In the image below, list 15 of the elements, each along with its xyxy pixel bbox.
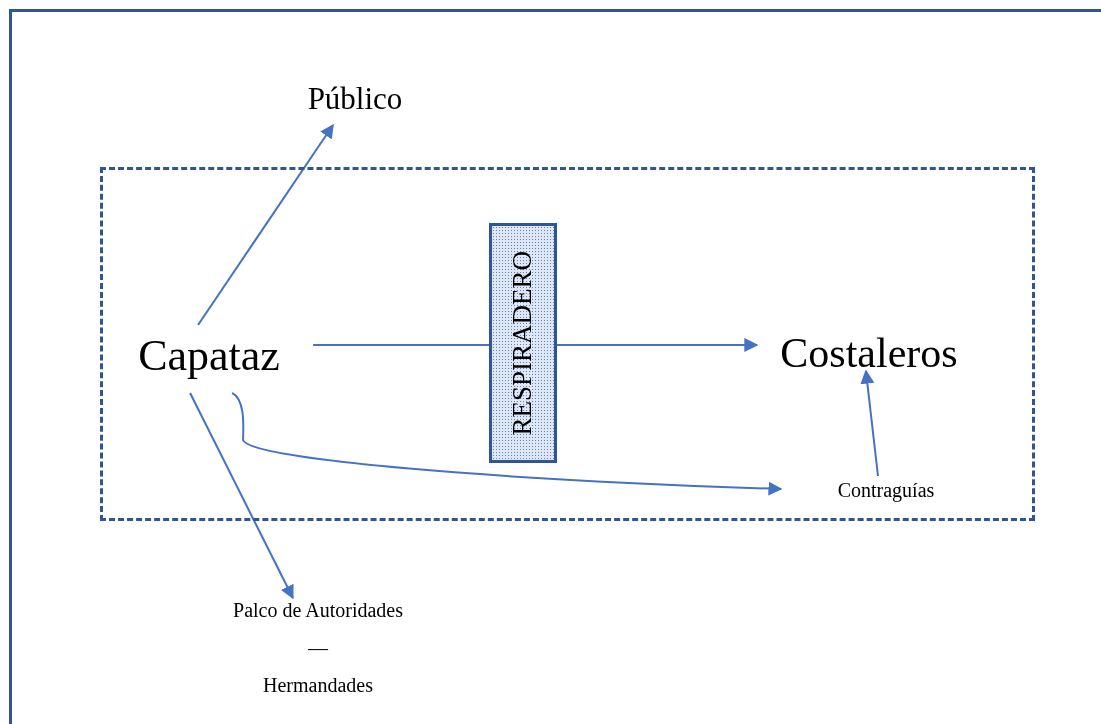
vertical-label: RESPIRADERO [506, 250, 539, 436]
dashed-frame [100, 167, 1035, 521]
node-label: Costaleros [780, 328, 958, 378]
node-label: Contraguías [837, 477, 935, 503]
arrow [556, 338, 759, 352]
arrow [231, 392, 783, 496]
arrow [860, 369, 879, 477]
node-label: Hermandades [263, 673, 373, 698]
separator-dash: — [308, 635, 328, 661]
vent-box [489, 223, 557, 463]
node-label: Público [307, 79, 403, 118]
node-label: Capataz [138, 329, 280, 382]
node-label: Palco de Autoridades [233, 598, 403, 623]
arrow [197, 123, 335, 326]
arrow [189, 392, 294, 600]
